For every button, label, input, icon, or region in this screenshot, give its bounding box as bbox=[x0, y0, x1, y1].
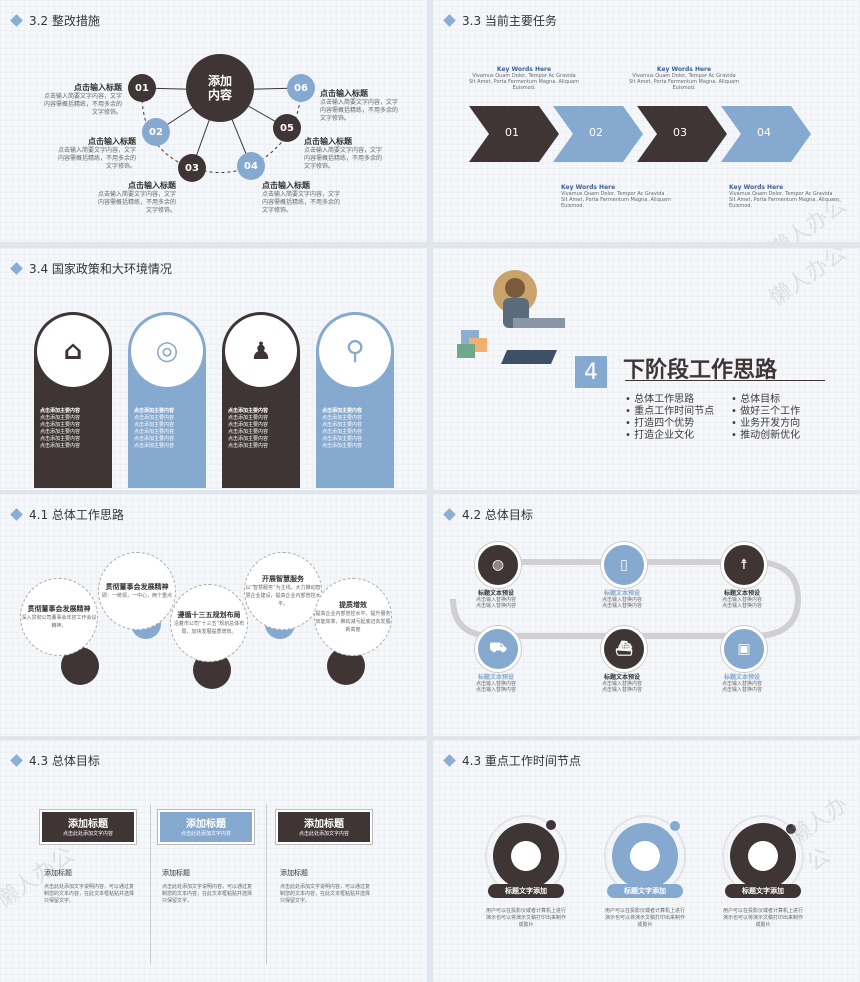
milestone-label-1: 标题文字添加 bbox=[488, 884, 564, 898]
slide-4-1: 4.1 总体工作思路 贯彻董事会发展精神深入贯彻公司董事会年初工作会议精神。 贯… bbox=[0, 494, 427, 736]
divider bbox=[150, 804, 151, 964]
arrow-labels: 01 02 03 04 bbox=[469, 106, 819, 162]
slide-3-2: 3.2 整改措施 添加 内容 01 02 03 04 05 06 点击输入标题点… bbox=[0, 0, 427, 242]
title-underline bbox=[625, 380, 825, 381]
goal-1: 标题文本预设点击输入替换内容 点击输入替换内容 bbox=[475, 590, 516, 609]
idea-5: 提质增效提高企业内部管控水平，提升服务效能效率，推动减亏起底迈向发展新高度 bbox=[314, 578, 392, 656]
slide-section-4: 4 下阶段工作思路 • 总体工作思路 • 重点工作时间节点 • 打造四个优势 •… bbox=[433, 248, 860, 490]
milestone-text-1: 用户可以在投影仪或者计算机上进行演示也可以将演示文稿打印出来制作成胶片 bbox=[485, 908, 566, 928]
slide-title: 3.3 当前主要任务 bbox=[443, 12, 557, 29]
target-icon: ◎ bbox=[131, 315, 203, 387]
card-3-text: 点击添加主要内容点击添加主要内容点击添加主要内容点击添加主要内容点击添加主要内容… bbox=[228, 408, 269, 449]
diamond-icon bbox=[10, 754, 23, 767]
house-icon: ⌂ bbox=[37, 315, 109, 387]
slide-4-3-milestones: 4.3 重点工作时间节点 标题文字添加 标题文字添加 标题文字添加 用户可以在投… bbox=[433, 740, 860, 982]
item-01: 点击输入标题点击输入简要文字内容，文字内容需概括精练，不用多余的文字修饰。 bbox=[43, 83, 122, 116]
title-box-2: 添加标题点击此处添加文字内容 bbox=[158, 810, 254, 844]
ring-graphics bbox=[485, 815, 804, 897]
battery-icon: ▯ bbox=[601, 542, 647, 588]
goal-6: 标题文本预设点击输入替换内容 点击输入替换内容 bbox=[721, 674, 762, 693]
goal-5: 标题文本预设点击输入替换内容 点击输入替换内容 bbox=[601, 674, 642, 693]
step-06: 06 bbox=[287, 74, 315, 102]
slide-title: 4.3 总体目标 bbox=[10, 752, 100, 769]
center-circle: 添加 内容 bbox=[186, 54, 254, 122]
goal-col-1: 添加标题点击此处添加文字说明内容，可以通过复制您的文本内容，在此文本框粘贴并选择… bbox=[44, 869, 135, 904]
section-number: 4 bbox=[575, 356, 607, 388]
goal-2: 标题文本预设点击输入替换内容 点击输入替换内容 bbox=[601, 590, 642, 609]
signpost-icon: ☨ bbox=[721, 542, 767, 588]
step-02: 02 bbox=[142, 118, 170, 146]
arrow-04: 04 bbox=[757, 126, 771, 139]
section-title: 下阶段工作思路 bbox=[623, 358, 778, 383]
slide-3-4: 3.4 国家政策和大环境情况 ⌂ ◎ ♟ ⚲ 点击添加主要内容点击添加主要内容点… bbox=[0, 248, 427, 490]
arrow-03: 03 bbox=[673, 126, 687, 139]
step-01: 01 bbox=[128, 74, 156, 102]
step-03: 03 bbox=[178, 154, 206, 182]
milestone-label-3: 标题文字添加 bbox=[725, 884, 801, 898]
step-05: 05 bbox=[273, 114, 301, 142]
goal-3: 标题文本预设点击输入替换内容 点击输入替换内容 bbox=[721, 590, 762, 609]
person-icon: ♟ bbox=[225, 315, 297, 387]
title-box-3: 添加标题点击此处添加文字内容 bbox=[276, 810, 372, 844]
milestone-text-2: 用户可以在投影仪或者计算机上进行演示也可以将演示文稿打印出来制作成胶片 bbox=[604, 908, 685, 928]
outline-left: • 总体工作思路 • 重点工作时间节点 • 打造四个优势 • 打造企业文化 bbox=[625, 394, 715, 441]
item-06: 点击输入标题点击输入简要文字内容，文字内容需概括精练，不用多余的文字修饰。 bbox=[320, 89, 399, 122]
card-4-text: 点击添加主要内容点击添加主要内容点击添加主要内容点击添加主要内容点击添加主要内容… bbox=[322, 408, 363, 449]
goal-4: 标题文本预设点击输入替换内容 点击输入替换内容 bbox=[475, 674, 516, 693]
diamond-icon bbox=[10, 262, 23, 275]
slide-title: 3.4 国家政策和大环境情况 bbox=[10, 260, 172, 277]
card-2-text: 点击添加主要内容点击添加主要内容点击添加主要内容点击添加主要内容点击添加主要内容… bbox=[134, 408, 175, 449]
idea-2: 贯彻董事会发展精神即：一统领，一中心，两个重点 bbox=[98, 552, 176, 630]
slide-4-3-goals: 4.3 总体目标 添加标题点击此处添加文字内容 添加标题点击此处添加文字内容 添… bbox=[0, 740, 427, 982]
goal-col-2: 添加标题点击此处添加文字说明内容，可以通过复制您的文本内容，在此文本框粘贴并选择… bbox=[162, 869, 253, 904]
diamond-icon bbox=[443, 14, 456, 27]
slide-title: 4.3 重点工作时间节点 bbox=[443, 752, 581, 769]
search-icon: ⚲ bbox=[319, 315, 391, 387]
item-04: 点击输入标题点击输入简要文字内容，文字内容需概括精练，不用多余的文字修饰。 bbox=[262, 181, 341, 214]
arrow-chevrons bbox=[469, 106, 811, 162]
arrow-02: 02 bbox=[589, 126, 603, 139]
cart-icon: ⛟ bbox=[475, 626, 521, 672]
desk-illustration bbox=[457, 270, 565, 364]
slide-title: 4.1 总体工作思路 bbox=[10, 506, 124, 523]
watermark: 懒人办公 bbox=[765, 248, 852, 312]
globe-icon: ◍ bbox=[475, 542, 521, 588]
outline-right: • 总体目标 • 做好三个工作 • 业务开发方向 • 推动创新优化 bbox=[731, 394, 801, 441]
idea-4: 开展智慧服务以“智慧服务”为主线，大力推动智慧企业建设，提高企业内部管控水平。 bbox=[244, 552, 322, 630]
slide-title: 3.2 整改措施 bbox=[10, 12, 100, 29]
divider bbox=[266, 804, 267, 964]
milestone-label-2: 标题文字添加 bbox=[607, 884, 683, 898]
step-04: 04 bbox=[237, 152, 265, 180]
milestone-text-3: 用户可以在投影仪或者计算机上进行演示也可以将演示文稿打印出来制作成胶片 bbox=[722, 908, 803, 928]
idea-1: 贯彻董事会发展精神深入贯彻公司董事会年初工作会议精神。 bbox=[20, 578, 98, 656]
slide-title: 4.2 总体目标 bbox=[443, 506, 533, 523]
arrow-01: 01 bbox=[505, 126, 519, 139]
card-1-text: 点击添加主要内容点击添加主要内容点击添加主要内容点击添加主要内容点击添加主要内容… bbox=[40, 408, 81, 449]
ship-icon: ⛴ bbox=[601, 626, 647, 672]
track-path bbox=[450, 559, 802, 639]
title-box-1: 添加标题点击此处添加文字内容 bbox=[40, 810, 136, 844]
item-03: 点击输入标题点击输入简要文字内容，文字内容需概括精练，不用多余的文字修饰。 bbox=[97, 181, 176, 214]
gift-icon: ▣ bbox=[721, 626, 767, 672]
idea-3: 遵循十三五规划布局沿着市公司“十三五”规划总体布局，加快发展提质增效。 bbox=[170, 584, 248, 662]
goal-col-3: 添加标题点击此处添加文字说明内容，可以通过复制您的文本内容，在此文本框粘贴并选择… bbox=[280, 869, 371, 904]
slide-4-2: 4.2 总体目标 ◍ ▯ ☨ ⛟ ⛴ ▣ 标题文本预设点击输入替换内容 点击输入… bbox=[433, 494, 860, 736]
item-02: 点击输入标题点击输入简要文字内容，文字内容需概括精练，不用多余的文字修饰。 bbox=[57, 137, 136, 170]
item-05: 点击输入标题点击输入简要文字内容，文字内容需概括精练，不用多余的文字修饰。 bbox=[304, 137, 383, 170]
